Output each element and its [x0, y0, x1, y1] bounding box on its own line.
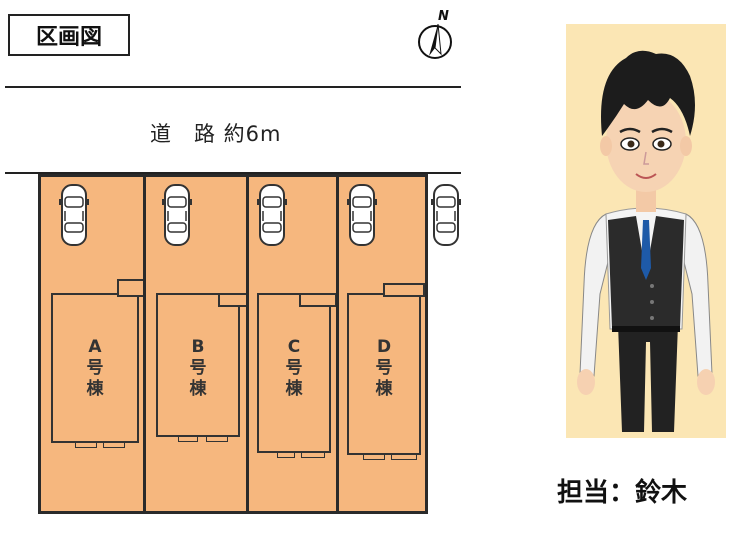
- house-label-letter: A: [88, 337, 102, 357]
- porch: [383, 283, 425, 297]
- agent-label: 担当：鈴木: [557, 478, 688, 508]
- house-label-char: 号: [189, 358, 207, 378]
- house-label-char: 号: [375, 358, 393, 378]
- car-icon: [257, 184, 287, 246]
- entrance-step: [178, 436, 198, 442]
- house-label-letter: D: [376, 337, 392, 357]
- car-icon: [59, 184, 89, 246]
- entrance-step: [277, 452, 295, 458]
- road-label: 道 路 約6m: [150, 122, 282, 146]
- house-label-char: 棟: [189, 379, 207, 399]
- agent-portrait: [577, 50, 715, 432]
- car-icon: [431, 184, 461, 246]
- porch: [218, 293, 248, 307]
- house-label-char: 棟: [86, 379, 104, 399]
- car-icon: [162, 184, 192, 246]
- entrance-step: [363, 454, 385, 460]
- entrance-step: [301, 452, 325, 458]
- entrance-step: [206, 436, 228, 442]
- porch: [299, 293, 337, 307]
- house-label-char: 号: [86, 358, 104, 378]
- house-label-letter: C: [287, 337, 301, 357]
- north-arrow-icon: N: [418, 9, 452, 59]
- road-edge-top: [5, 86, 461, 88]
- entrance-step: [391, 454, 417, 460]
- road-edge-bottom: [5, 172, 461, 174]
- car-icon: [347, 184, 377, 246]
- house-label-char: 号: [285, 358, 303, 378]
- porch: [117, 279, 145, 297]
- compass-letter: N: [438, 9, 449, 24]
- house-label-char: 棟: [285, 379, 303, 399]
- entrance-step: [75, 442, 97, 448]
- house-label-letter: B: [191, 337, 205, 357]
- plan-title: 区画図: [8, 14, 130, 56]
- entrance-step: [103, 442, 125, 448]
- house-label-char: 棟: [375, 379, 393, 399]
